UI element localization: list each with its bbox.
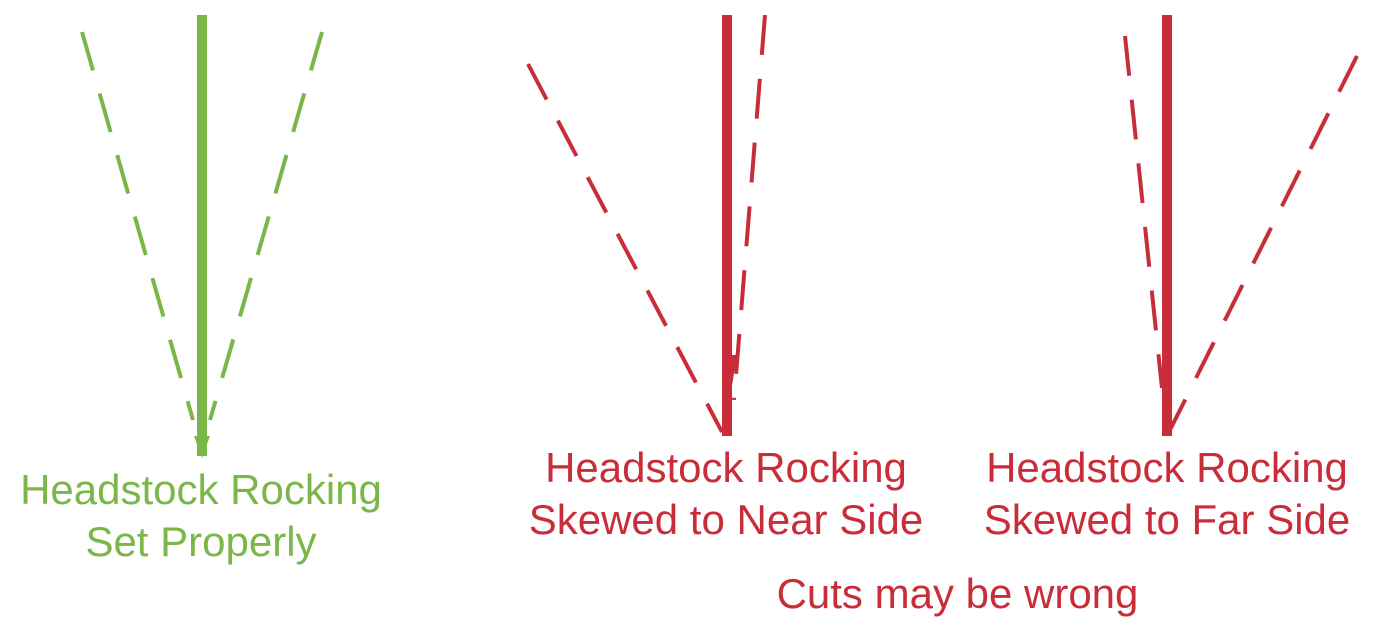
right-dashed-ray	[1168, 55, 1359, 431]
near-side-label: Headstock Rocking Skewed to Near Side	[505, 442, 947, 546]
center-arrowhead	[728, 355, 737, 398]
label-line-1: Headstock Rocking	[20, 466, 382, 513]
label-line-2: Skewed to Near Side	[528, 496, 924, 543]
set-properly-group	[80, 15, 324, 458]
left-dashed-ray	[526, 63, 724, 433]
label-line-1: Headstock Rocking	[986, 444, 1348, 491]
warning-caption: Cuts may be wrong	[700, 568, 1215, 620]
set-properly-label: Headstock Rocking Set Properly	[0, 464, 402, 568]
caption-text: Cuts may be wrong	[776, 570, 1139, 617]
far-side-group	[1123, 15, 1359, 436]
near-side-group	[526, 14, 767, 436]
left-dashed-ray	[80, 31, 195, 421]
label-line-1: Headstock Rocking	[545, 444, 907, 491]
label-line-2: Set Properly	[85, 518, 317, 565]
right-dashed-ray	[732, 14, 767, 401]
right-dashed-ray	[208, 31, 324, 421]
far-side-label: Headstock Rocking Skewed to Far Side	[956, 442, 1378, 546]
label-line-2: Skewed to Far Side	[983, 496, 1351, 543]
left-dashed-ray	[1123, 35, 1164, 389]
center-arrowhead	[194, 436, 210, 458]
